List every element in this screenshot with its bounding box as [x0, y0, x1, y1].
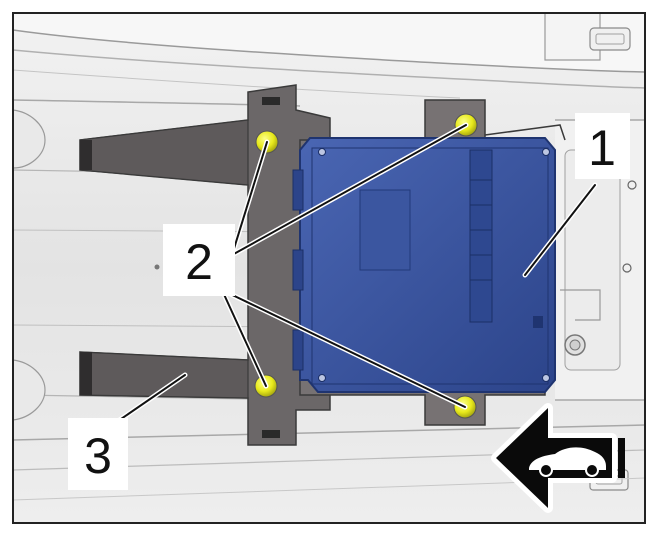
callout-3-label: 3 — [84, 428, 112, 484]
figure-border — [12, 12, 646, 524]
callout-1: 1 — [575, 113, 630, 179]
callout-1-label: 1 — [588, 120, 616, 176]
direction-arrow — [491, 403, 625, 513]
car-icon — [529, 447, 606, 477]
callout-2-label: 2 — [185, 234, 213, 290]
bracket — [79, 84, 331, 446]
control-module — [292, 137, 556, 393]
leader-lines — [102, 122, 598, 433]
callout-2: 2 — [163, 224, 235, 296]
callout-3: 3 — [68, 418, 128, 490]
